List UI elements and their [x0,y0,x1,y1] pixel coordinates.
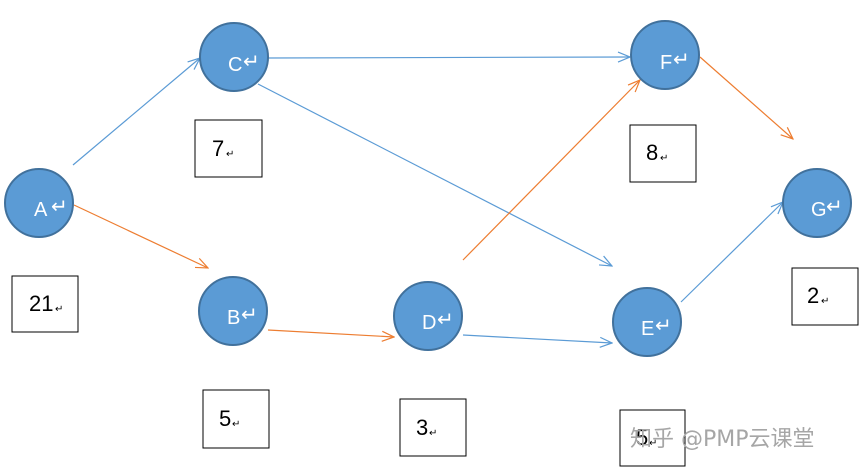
node-e: E ↵ [612,287,682,357]
duration-box-b: 5 ↵ [202,389,270,449]
edge-a-b [73,204,208,268]
node-a: A ↵ [4,168,74,238]
duration-box-e: 5 ↵ [619,409,686,467]
edges [72,56,793,343]
duration-c: 7 [212,136,224,161]
edge-c-e [257,83,612,266]
svg-text:↵: ↵ [226,149,234,160]
edge-e-g [680,202,783,303]
svg-text:↵: ↵ [55,304,63,315]
node-f: F ↵ [630,20,700,90]
node-d-label: D [422,312,436,334]
node-a-label: A [34,199,48,221]
duration-g: 2 [807,283,819,308]
svg-text:↵: ↵ [51,196,68,218]
duration-box-g: 2 ↵ [791,267,859,326]
node-f-label: F [660,52,672,74]
svg-text:↵: ↵ [660,153,668,164]
edge-b-d [267,329,394,337]
node-d: D ↵ [393,281,463,351]
duration-box-f: 8 ↵ [629,124,697,183]
svg-text:↵: ↵ [655,315,672,337]
node-b-label: B [227,307,240,329]
edge-a-c [72,58,200,166]
svg-text:↵: ↵ [649,438,657,449]
duration-d: 3 [416,415,428,440]
svg-text:↵: ↵ [673,49,690,71]
node-b: B ↵ [198,276,268,346]
edge-d-e [462,334,612,343]
edge-c-f [267,57,630,58]
duration-box-c: 7 ↵ [194,119,263,178]
svg-text:↵: ↵ [821,296,829,307]
edge-f-g [699,56,793,139]
duration-e: 5 [636,425,648,450]
duration-box-d: 3 ↵ [399,398,467,457]
watermark: 知乎 @PMP云课堂 [630,427,815,452]
edge-d-f [462,80,640,261]
duration-f: 8 [646,140,658,165]
svg-text:↵: ↵ [232,419,240,430]
svg-text:↵: ↵ [826,196,843,218]
node-g-label: G [811,199,827,221]
duration-box-a: 21 ↵ [11,275,79,333]
svg-text:↵: ↵ [437,309,454,331]
node-c: C ↵ [199,22,269,92]
svg-text:↵: ↵ [429,428,437,439]
svg-text:↵: ↵ [241,304,258,326]
duration-b: 5 [219,406,231,431]
svg-text:↵: ↵ [243,51,260,73]
node-c-label: C [228,54,242,76]
duration-a: 21 [29,291,53,316]
node-e-label: E [641,318,654,340]
node-g: G ↵ [782,168,852,238]
